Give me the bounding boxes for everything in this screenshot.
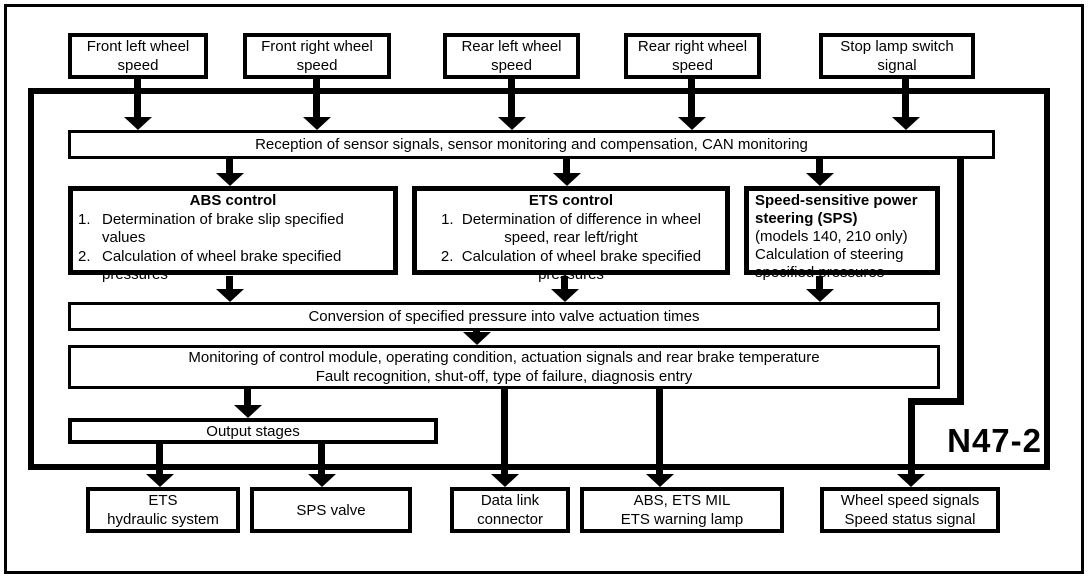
arrowhead-icon (892, 117, 920, 130)
arrow-reception-to-ets (563, 158, 570, 174)
arrow-front-right-to-reception (313, 78, 320, 118)
abs-item-1-text: Determination of brake slip specified va… (102, 211, 344, 246)
arrowhead-icon (146, 474, 174, 487)
sps-box: Speed-sensitive power steering (SPS) (mo… (744, 186, 940, 281)
arrowhead-icon (216, 173, 244, 186)
arrow-monitoring-to-data-link (501, 388, 508, 475)
arrowhead-icon (553, 173, 581, 186)
arrow-output-to-ets-hydraulic (156, 443, 163, 475)
control-module-boundary (28, 88, 1050, 470)
arrow-front-left-to-reception (134, 78, 141, 118)
arrow-ets-to-conversion (561, 276, 568, 290)
arrow-monitoring-to-mil (656, 388, 663, 475)
output-abs-ets-mil: ABS, ETS MIL ETS warning lamp (580, 487, 784, 533)
arrow-conversion-to-monitoring (473, 329, 480, 334)
arrow-stop-lamp-to-reception (902, 78, 909, 118)
sps-body: Calculation of steering specified pressu… (755, 246, 904, 281)
output-wheel-speed-signals: Wheel speed signals Speed status signal (820, 487, 1000, 533)
arrowhead-icon (216, 289, 244, 302)
abs-control-title: ABS control (189, 192, 277, 209)
arrowhead-icon (498, 117, 526, 130)
arrow-monitoring-to-output-stages (244, 388, 251, 406)
arrow-reception-to-abs (226, 158, 233, 174)
arrow-sps-to-conversion (816, 276, 823, 290)
abs-control-item-1: 1. Determination of brake slip specified … (73, 211, 393, 247)
input-rear-right-wheel-speed: Rear right wheel speed (624, 33, 761, 79)
output-sps-valve: SPS valve (250, 487, 412, 533)
input-front-right-wheel-speed: Front right wheel speed (243, 33, 391, 79)
arrowhead-icon (463, 332, 491, 345)
arrow-rear-right-to-reception (688, 78, 695, 118)
wheel-signal-path-vertical-1 (957, 158, 964, 405)
abs-item-2-text: Calculation of wheel brake specified pre… (102, 248, 342, 283)
arrowhead-icon (124, 117, 152, 130)
input-front-left-wheel-speed: Front left wheel speed (68, 33, 208, 79)
arrowhead-icon (806, 289, 834, 302)
output-data-link-connector: Data link connector (450, 487, 570, 533)
page-border (4, 4, 1084, 574)
sps-title: Speed-sensitive power steering (SPS) (755, 192, 918, 227)
ets-control-item-2: 2. Calculation of wheel brake specified … (440, 248, 702, 283)
arrowhead-icon (897, 474, 925, 487)
arrow-output-to-sps-valve (318, 443, 325, 475)
abs-control-item-2: 2. Calculation of wheel brake specified p… (73, 248, 393, 284)
abs-control-box: ABS control 1. Determination of brake sli… (68, 186, 398, 283)
wheel-signal-path-horizontal (908, 398, 964, 405)
output-ets-hydraulic-system: ETS hydraulic system (86, 487, 240, 533)
ets-control-item-1: 1. Determination of difference in wheel … (441, 211, 701, 246)
reception-box: Reception of sensor signals, sensor moni… (68, 130, 995, 159)
arrowhead-icon (308, 474, 336, 487)
conversion-box: Conversion of specified pressure into va… (68, 302, 940, 331)
arrowhead-icon (491, 474, 519, 487)
module-label: N47-2 (947, 422, 1042, 459)
arrowhead-icon (806, 173, 834, 186)
arrow-rear-left-to-reception (508, 78, 515, 118)
wheel-signal-path-vertical-2 (908, 398, 915, 475)
arrowhead-icon (678, 117, 706, 130)
abs-item-2-number: 2. (78, 248, 91, 265)
arrowhead-icon (303, 117, 331, 130)
arrow-abs-to-conversion (226, 276, 233, 290)
arrowhead-icon (646, 474, 674, 487)
ets-control-box: ETS control 1. Determination of differen… (412, 186, 730, 283)
output-stages-box: Output stages (68, 418, 438, 444)
sps-note: (models 140, 210 only) (755, 228, 908, 245)
monitoring-box: Monitoring of control module, operating … (68, 345, 940, 389)
abs-item-1-number: 1. (78, 211, 91, 228)
input-rear-left-wheel-speed: Rear left wheel speed (443, 33, 580, 79)
arrowhead-icon (234, 405, 262, 418)
arrow-reception-to-sps (816, 158, 823, 174)
input-stop-lamp-switch-signal: Stop lamp switch signal (819, 33, 975, 79)
arrowhead-icon (551, 289, 579, 302)
ets-control-title: ETS control (528, 192, 614, 209)
